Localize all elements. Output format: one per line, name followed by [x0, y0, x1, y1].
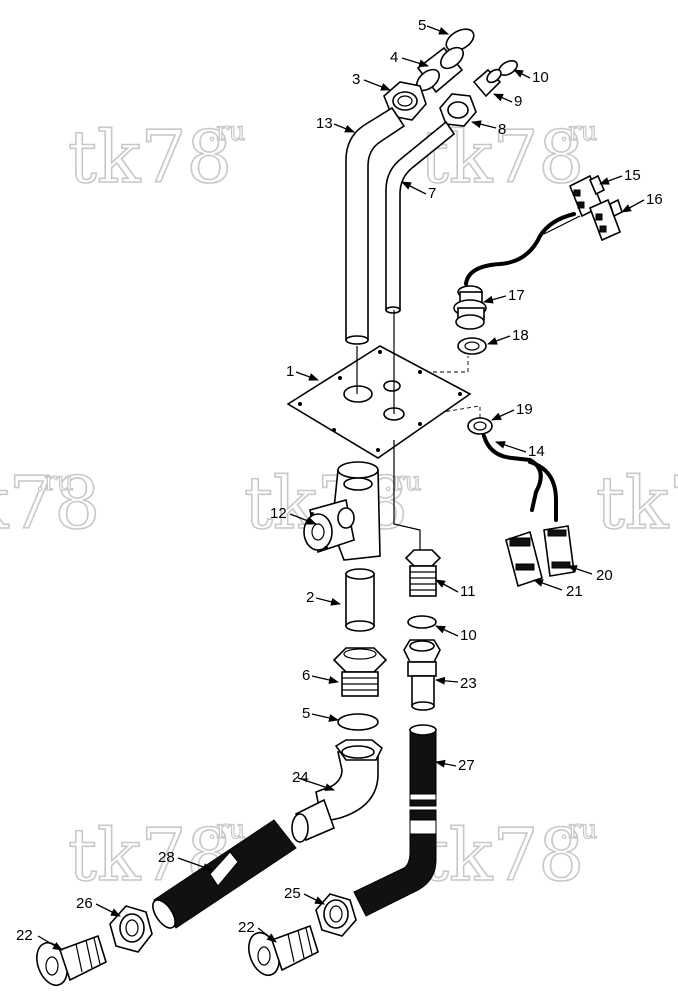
watermark: tk78 [595, 460, 678, 546]
callout-20: 20 [596, 567, 613, 584]
tube-13 [345, 106, 406, 345]
adapter-4 [415, 46, 465, 94]
barbed-fitting-22-right [248, 924, 319, 977]
adapter-23 [403, 639, 441, 711]
valve-12 [303, 461, 381, 561]
watermark: tk78 .ru [419, 114, 598, 200]
hose-28 [152, 819, 297, 929]
callout-10-bottom: 10 [460, 627, 477, 644]
callout-15: 15 [624, 167, 641, 184]
connector-20 [543, 525, 575, 577]
o-ring-10-bottom [407, 615, 437, 629]
harness-wire-lower [482, 434, 543, 512]
callout-9: 9 [514, 93, 522, 110]
callout-8: 8 [498, 121, 506, 138]
watermark-text: tk78 [420, 115, 584, 199]
harness-wire-upper [464, 212, 576, 286]
watermark-sup: .ru [384, 467, 421, 497]
callout-19: 19 [516, 401, 533, 418]
watermark-sup: .ru [36, 467, 73, 497]
elbow-24 [291, 739, 384, 843]
hex-nipple-6 [332, 647, 388, 697]
watermark-sup: .ru [560, 815, 597, 845]
leader-lines [37, 25, 645, 951]
hose-27 [353, 724, 437, 917]
callout-18: 18 [512, 327, 529, 344]
callout-22-left: 22 [16, 927, 33, 944]
barbed-fitting-22-left [36, 934, 107, 987]
connector-21 [505, 530, 543, 588]
nipple-11 [404, 549, 442, 597]
callout-labels: 5 4 3 13 10 9 8 7 15 16 17 18 19 14 1 12… [16, 17, 663, 944]
callout-22-right: 22 [238, 919, 255, 936]
callout-6: 6 [302, 667, 310, 684]
watermark: tk78 .ru [67, 114, 246, 200]
o-ring-5-bottom [337, 713, 379, 731]
callout-21: 21 [566, 583, 583, 600]
watermark: tk78 .ru [419, 812, 598, 898]
callout-1: 1 [286, 363, 294, 380]
callout-17: 17 [508, 287, 525, 304]
watermark-text: tk78 [0, 461, 100, 545]
callout-5-bottom: 5 [302, 705, 310, 722]
callout-27: 27 [458, 757, 475, 774]
sleeve-2 [345, 568, 375, 632]
mounting-plate-1 [286, 345, 472, 459]
watermark: tk78 .ru [0, 460, 101, 546]
washer-18 [457, 337, 487, 355]
nut-26 [109, 905, 153, 953]
fitting-9 [472, 68, 502, 98]
callout-26: 26 [76, 895, 93, 912]
callout-4: 4 [390, 49, 398, 66]
callout-2: 2 [306, 589, 314, 606]
nut-25 [315, 893, 357, 937]
watermark-sup: .ru [208, 117, 245, 147]
watermark-sup: .ru [560, 117, 597, 147]
watermark-sup: .ru [208, 815, 245, 845]
callout-10-top: 10 [532, 69, 549, 86]
callout-25: 25 [284, 885, 301, 902]
callout-16: 16 [646, 191, 663, 208]
callout-14: 14 [528, 443, 545, 460]
callout-28: 28 [158, 849, 175, 866]
callout-23: 23 [460, 675, 477, 692]
watermark-text: tk78 [420, 813, 584, 897]
o-ring-5-top [445, 28, 475, 52]
watermark-text: tk78 [68, 115, 232, 199]
grommet-17 [453, 285, 487, 330]
nut-19 [467, 417, 493, 435]
callout-24: 24 [292, 769, 309, 786]
watermark-text: tk78 [596, 461, 678, 545]
callout-3: 3 [352, 71, 360, 88]
callout-11: 11 [460, 583, 476, 600]
tube-7 [385, 120, 456, 314]
callout-12: 12 [270, 505, 287, 522]
callout-7: 7 [428, 185, 436, 202]
connector-16 [588, 198, 623, 242]
callout-5-top: 5 [418, 17, 426, 34]
callout-13: 13 [316, 115, 333, 132]
